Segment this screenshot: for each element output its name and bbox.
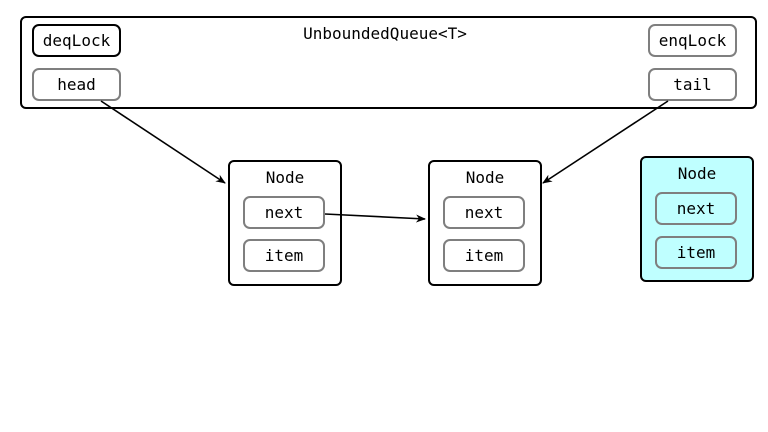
- node-title: Node: [465, 168, 505, 187]
- node-title: Node: [677, 164, 717, 183]
- node-next-field: next: [443, 196, 525, 229]
- queue-title: UnboundedQueue<T>: [303, 24, 467, 43]
- unbounded-queue-box: [20, 16, 757, 109]
- node-item-field: item: [655, 236, 737, 269]
- deq-lock-field: deqLock: [32, 24, 121, 57]
- enq-lock-field: enqLock: [648, 24, 737, 57]
- node-item-field: item: [443, 239, 525, 272]
- node-item-field: item: [243, 239, 325, 272]
- node-next-field: next: [243, 196, 325, 229]
- node-title: Node: [265, 168, 305, 187]
- node-next-field: next: [655, 192, 737, 225]
- head-field: head: [32, 68, 121, 101]
- head-pointer-arrow: [100, 100, 226, 184]
- tail-field: tail: [648, 68, 737, 101]
